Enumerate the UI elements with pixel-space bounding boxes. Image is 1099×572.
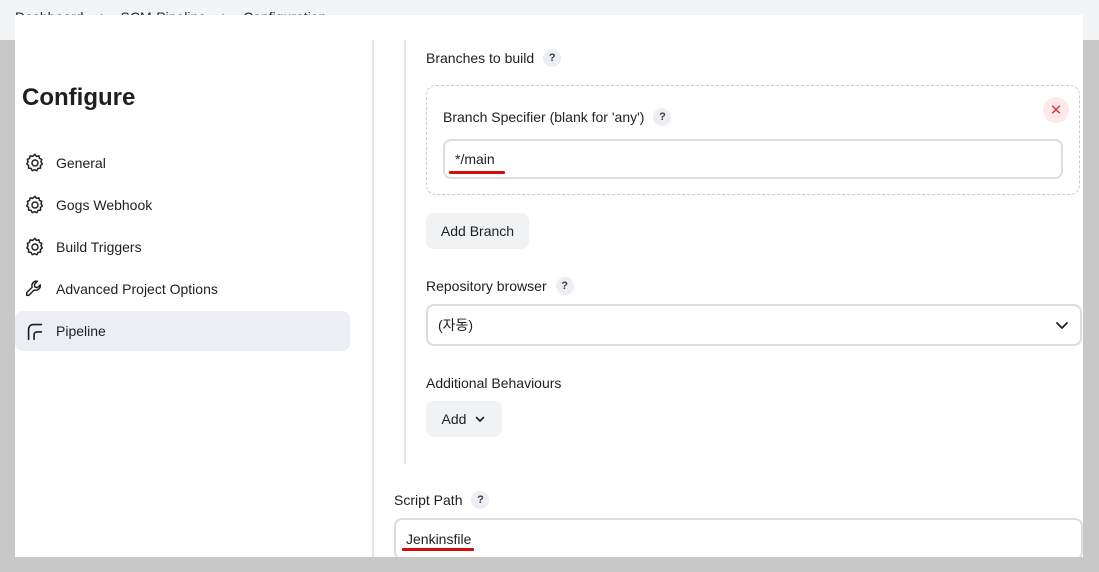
gear-icon <box>24 152 46 174</box>
script-path-label: Script Path <box>394 492 463 508</box>
help-icon[interactable]: ? <box>653 108 672 126</box>
sidebar-item-label: Pipeline <box>56 323 106 339</box>
repository-browser-value: (자동) <box>438 317 474 333</box>
sidebar-item-advanced-project-options[interactable]: Advanced Project Options <box>15 269 350 309</box>
sidebar-item-label: Gogs Webhook <box>56 197 153 213</box>
chevron-down-icon <box>474 413 486 425</box>
branch-specifier-label: Branch Specifier (blank for 'any') <box>443 109 645 125</box>
branches-to-build-label-row: Branches to build ? <box>426 49 562 67</box>
gear-icon <box>24 194 46 216</box>
help-icon[interactable]: ? <box>471 491 490 509</box>
gear-icon <box>24 236 46 258</box>
sidebar-item-build-triggers[interactable]: Build Triggers <box>15 227 350 267</box>
highlight-underline <box>402 548 474 551</box>
branch-spec-box: ✕ Branch Specifier (blank for 'any') ? *… <box>426 85 1080 195</box>
section-rule <box>404 40 406 464</box>
page-title: Configure <box>22 84 136 111</box>
repository-browser-label: Repository browser <box>426 278 547 294</box>
main-content: Branches to build ? ✕ Branch Specifier (… <box>374 15 1083 557</box>
sidebar: Configure General Gogs Web <box>15 55 372 557</box>
branch-specifier-label-row: Branch Specifier (blank for 'any') ? <box>443 108 672 126</box>
sidebar-item-label: Advanced Project Options <box>56 281 218 297</box>
config-page: Configure General Gogs Web <box>15 15 1083 557</box>
help-icon[interactable]: ? <box>543 49 562 67</box>
branch-specifier-value: */main <box>455 151 495 167</box>
sidebar-divider <box>372 40 374 557</box>
sidebar-item-label: General <box>56 155 106 171</box>
close-icon[interactable]: ✕ <box>1043 97 1069 123</box>
highlight-underline <box>449 171 505 174</box>
wrench-icon <box>24 278 46 300</box>
additional-behaviours-label: Additional Behaviours <box>426 375 562 391</box>
sidebar-item-label: Build Triggers <box>56 239 142 255</box>
sidebar-item-general[interactable]: General <box>15 143 350 183</box>
sidebar-item-pipeline[interactable]: Pipeline <box>15 311 350 351</box>
branches-to-build-label: Branches to build <box>426 50 535 66</box>
help-icon[interactable]: ? <box>555 277 574 295</box>
add-behaviour-label: Add <box>441 411 467 427</box>
script-path-input[interactable]: Jenkinsfile <box>394 518 1083 557</box>
sidebar-nav: General Gogs Webhook Bui <box>15 143 350 353</box>
repository-browser-label-row: Repository browser ? <box>426 277 574 295</box>
sidebar-item-gogs-webhook[interactable]: Gogs Webhook <box>15 185 350 225</box>
repository-browser-select[interactable]: (자동) <box>426 304 1082 346</box>
additional-behaviours-label-row: Additional Behaviours <box>426 375 561 391</box>
chevron-down-icon <box>1054 317 1070 333</box>
pipeline-icon <box>24 320 46 342</box>
add-behaviour-button[interactable]: Add <box>426 401 502 437</box>
script-path-label-row: Script Path ? <box>394 491 490 509</box>
add-branch-button[interactable]: Add Branch <box>426 213 529 249</box>
branch-specifier-input[interactable]: */main <box>443 139 1063 179</box>
script-path-value: Jenkinsfile <box>406 531 472 547</box>
